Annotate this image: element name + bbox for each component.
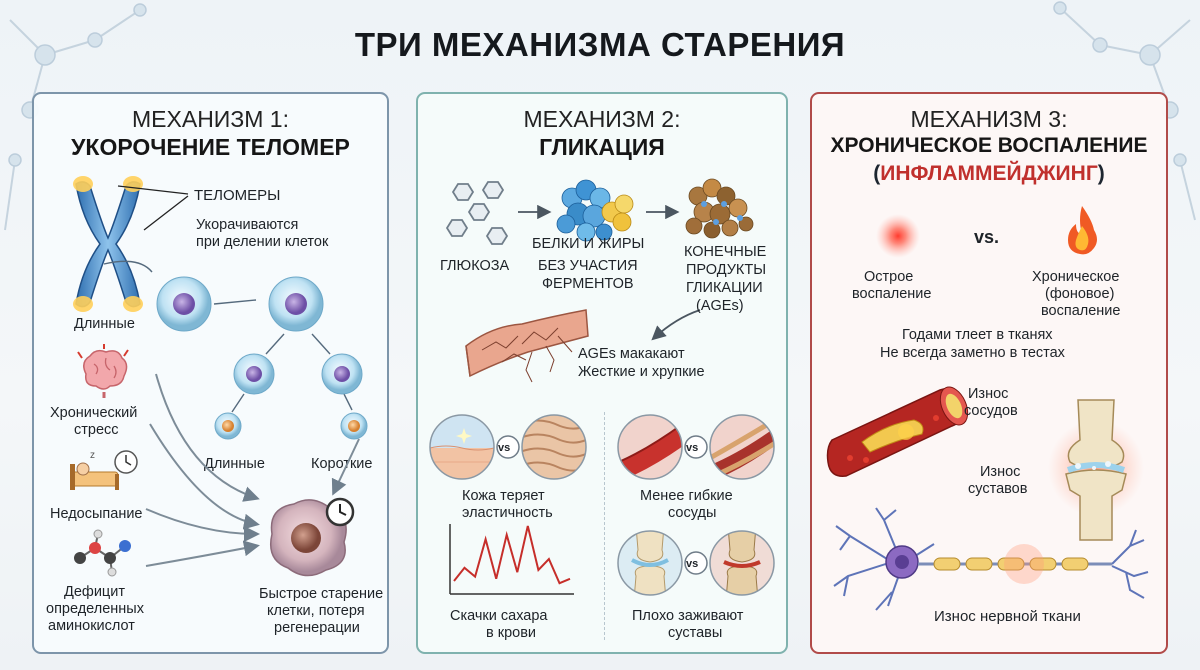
deficit-label-2: определенных: [46, 601, 144, 617]
result-label-2: клетки, потеря: [267, 603, 365, 619]
acute-label-2: воспаление: [852, 286, 932, 302]
result-label-3: регенерации: [274, 620, 360, 636]
sugar-spikes-chart: [449, 524, 574, 595]
section-divider: [604, 412, 605, 640]
page-title: ТРИ МЕХАНИЗМА СТАРЕНИЯ: [354, 26, 846, 63]
fire-icon: [1068, 206, 1097, 255]
ages-cluster-icon: [685, 178, 754, 239]
joints-label-1: Плохо заживают: [632, 608, 744, 624]
telomere-pointer-lines: [117, 185, 189, 231]
sugar-series-line: [453, 525, 571, 585]
proteins-label-3: ФЕРМЕНТОВ: [542, 276, 634, 292]
damaged-vessel-icon: [826, 386, 969, 477]
sugar-label-1: Скачки сахара: [450, 608, 548, 624]
mechanism-3-subtitle: ХРОНИЧЕСКОЕ ВОСПАЛЕНИЕ: [830, 134, 1148, 157]
ages-effect-1: AGEs макакают: [578, 346, 685, 362]
inflamed-knee-icon: [1048, 399, 1144, 541]
result-label-1: Быстрое старение: [259, 586, 384, 602]
note-1: Годами тлеет в тканях: [902, 327, 1053, 343]
vessels-label-2: сосуды: [668, 505, 717, 521]
mechanism-1-subtitle: УКОРОЧЕНИЕ ТЕЛОМЕР: [71, 134, 350, 160]
sugar-label-2: в крови: [486, 625, 537, 641]
chronic-label-1: Хроническое: [1032, 269, 1120, 285]
mechanism-1-heading: МЕХАНИЗМ 1:: [132, 106, 289, 132]
telomeres-note-1: Укорачиваются: [196, 217, 299, 233]
stress-label-1: Хронический: [50, 405, 138, 421]
joints-vs: vs: [686, 558, 699, 570]
subtitle-close-paren: ): [1097, 162, 1105, 185]
chronic-label-3: воспаление: [1041, 303, 1121, 319]
joints-label-2: суставы: [668, 625, 723, 641]
ages-label-1: КОНЕЧНЫЕ: [684, 244, 767, 260]
proteins-label-1: БЕЛКИ И ЖИРЫ: [532, 236, 645, 252]
aging-cell-icon: [270, 497, 355, 577]
telomeres-note-2: при делении клеток: [196, 234, 329, 250]
acute-inflammation-icon: [876, 214, 920, 258]
skin-vs: vs: [498, 442, 511, 454]
brittle-tissue-icon: [465, 309, 589, 383]
long-label: Длинные: [74, 316, 135, 332]
glycation-flow-arrows: [518, 204, 701, 341]
amino-acid-molecule-icon: [74, 529, 131, 577]
telomeres-label: ТЕЛОМЕРЫ: [194, 187, 281, 204]
nerve-wear-label: Износ нервной ткани: [934, 608, 1081, 625]
sleep-deprivation-icon: z: [70, 450, 138, 490]
glucose-icon: [445, 181, 509, 245]
brain-stress-icon: [77, 344, 129, 398]
protein-cluster-icon: [556, 179, 634, 242]
joints-comparison-icon: [617, 530, 775, 596]
skin-label-1: Кожа теряет: [462, 488, 545, 504]
vessel-wear-label-2: сосудов: [964, 403, 1018, 419]
long-label-2: Длинные: [204, 456, 265, 472]
inflammaging-term: ИНФЛАММЕЙДЖИНГ: [880, 162, 1098, 185]
mechanism-2-heading: МЕХАНИЗМ 2:: [523, 106, 681, 132]
skin-label-2: эластичность: [462, 505, 553, 521]
ages-label-2: ПРОДУКТЫ: [686, 262, 767, 278]
ages-effect-2: Жесткие и хрупкие: [578, 364, 705, 380]
mechanism-3-panel: МЕХАНИЗМ 3: ХРОНИЧЕСКОЕ ВОСПАЛЕНИЕ (ИНФЛ…: [810, 92, 1168, 654]
glucose-label: ГЛЮКОЗА: [440, 258, 510, 274]
ages-label-4: (AGEs): [696, 298, 744, 314]
vessels-comparison-icon: [617, 414, 775, 480]
svg-text:z: z: [90, 450, 95, 461]
chronic-label-2: (фоновое): [1045, 286, 1115, 302]
neuron-icon: [833, 507, 1149, 611]
note-2: Не всегда заметно в тестах: [880, 345, 1065, 361]
vessels-label-1: Менее гибкие: [640, 488, 733, 504]
causes-arrows: [145, 373, 360, 567]
proteins-label-2: БЕЗ УЧАСТИЯ: [538, 258, 638, 274]
deficit-label-1: Дефицит: [64, 584, 125, 600]
deficit-label-3: аминокислот: [48, 618, 135, 634]
mechanism-3-heading: МЕХАНИЗМ 3:: [910, 106, 1068, 132]
chromosome-icon: [73, 176, 143, 312]
joint-wear-label-2: суставов: [968, 481, 1028, 497]
subtitle-open-paren: (: [873, 162, 881, 185]
joint-wear-label-1: Износ: [980, 464, 1021, 480]
mechanism-2-panel: МЕХАНИЗМ 2: ГЛИКАЦИЯ ГЛЮКОЗА БЕЛКИ И ЖИР…: [416, 92, 788, 654]
stress-label-2: стресс: [74, 422, 119, 438]
ages-label-3: ГЛИКАЦИИ: [686, 280, 763, 296]
cell-division-diagram: [103, 260, 368, 440]
vessels-vs: vs: [686, 442, 699, 454]
vessel-wear-label-1: Износ: [968, 386, 1009, 402]
sleep-label: Недосыпание: [50, 506, 143, 522]
mechanism-3-subtitle-2: (ИНФЛАММЕЙДЖИНГ): [812, 162, 1166, 186]
skin-comparison-icon: [429, 414, 587, 480]
acute-label-1: Острое: [864, 269, 914, 285]
short-label: Короткие: [311, 456, 373, 472]
acute-vs-chronic: vs.: [974, 227, 1000, 247]
mechanism-2-subtitle: ГЛИКАЦИЯ: [539, 134, 665, 160]
mechanism-1-panel: МЕХАНИЗМ 1: УКОРОЧЕНИЕ ТЕЛОМЕР ТЕЛОМЕРЫ …: [32, 92, 389, 654]
